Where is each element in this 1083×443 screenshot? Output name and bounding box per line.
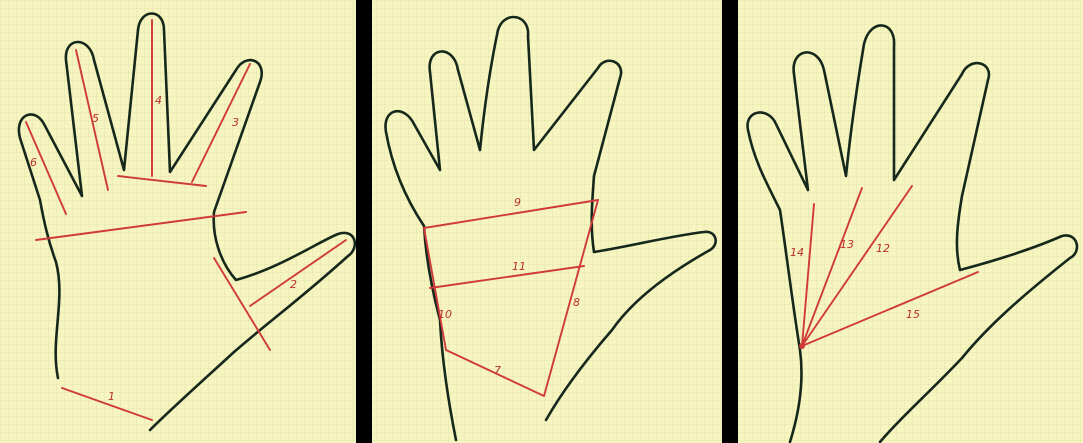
panel-3-grid <box>738 0 1083 443</box>
panel-2: 9 11 10 7 8 <box>372 0 722 443</box>
panel-2-measurement-9-label: 9 <box>514 196 521 209</box>
panel-2-measurement-7-label: 7 <box>494 364 501 377</box>
separator-1 <box>356 0 372 443</box>
panel-3: 14 13 12 15 <box>738 0 1083 443</box>
panel-1-measurement-6-label: 6 <box>30 156 37 169</box>
panel-2-measurement-8-label: 8 <box>573 296 580 309</box>
panel-3-measurement-15-label: 15 <box>906 308 920 321</box>
panel-2-measurement-11-label: 11 <box>512 260 526 273</box>
panel-2-grid <box>372 0 722 443</box>
panel-1: 1 2 3 4 5 6 <box>0 0 356 443</box>
panel-3-measurement-14-label: 14 <box>790 246 804 259</box>
panel-3-measurement-12-label: 12 <box>876 242 890 255</box>
panel-3-origin-point <box>799 343 805 349</box>
panel-1-measurement-5-label: 5 <box>92 112 99 125</box>
panel-1-measurement-4-label: 4 <box>155 94 162 107</box>
panel-2-measurement-10-label: 10 <box>438 308 452 321</box>
panel-3-measurement-13-label: 13 <box>840 238 854 251</box>
panel-1-measurement-1-label: 1 <box>108 390 115 403</box>
panel-1-measurement-3-label: 3 <box>232 116 239 129</box>
separator-2 <box>722 0 738 443</box>
panel-1-measurement-2-label: 2 <box>290 278 297 291</box>
